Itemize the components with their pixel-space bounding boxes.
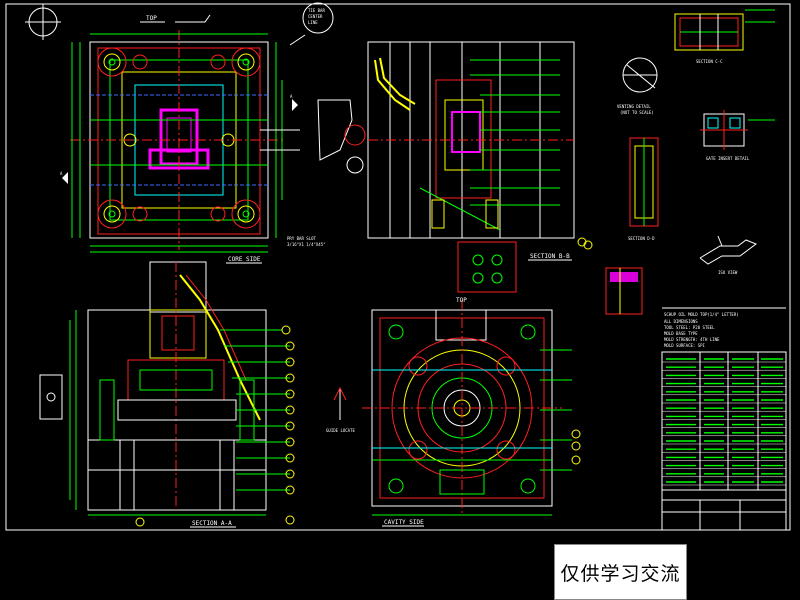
- title-note-4: MOLD STRENGTH: 4TH LINE: [664, 337, 720, 342]
- section-c-detail: [674, 9, 775, 51]
- cavity-side-view: [362, 300, 581, 516]
- section-a-label: SECTION A-A: [192, 520, 232, 527]
- title-block: [661, 307, 787, 531]
- title-note-3: MOLD BASE TYPE: [664, 331, 698, 336]
- tie-bar-callout: [289, 2, 334, 46]
- gate-detail: GATE INSERT DETAIL: [700, 110, 775, 161]
- svg-text:LINE: LINE: [308, 20, 318, 25]
- pry-bar-label: PRY BAR SLOT: [287, 236, 316, 241]
- venting-detail: VENTING DETAIL (NOT TO SCALE): [617, 57, 658, 115]
- svg-text:GUIDE LOCATE: GUIDE LOCATE: [326, 428, 355, 433]
- pin-detail: GUIDE LOCATE: [326, 386, 355, 433]
- title-block-heading: SCHUP OIL MOLD TOP(1/4" LETTER): [664, 312, 739, 317]
- svg-text:(NOT TO SCALE): (NOT TO SCALE): [620, 110, 654, 115]
- svg-text:ISO VIEW: ISO VIEW: [718, 270, 738, 275]
- section-d-label: SECTION D-D: [628, 236, 655, 241]
- cavity-top-label: TOP: [456, 297, 467, 304]
- section-e-detail: [583, 240, 643, 315]
- core-top-label: TOP: [146, 15, 157, 22]
- section-c-label: SECTION C-C: [696, 59, 723, 64]
- drawing-frame: [5, 3, 791, 531]
- corner-target: [25, 4, 61, 40]
- svg-text:VENTING DETAIL: VENTING DETAIL: [617, 104, 651, 109]
- bill-of-materials: [662, 358, 786, 486]
- title-note-1: ALL DIMENSIONS: [664, 319, 698, 324]
- svg-text:CENTER: CENTER: [308, 14, 323, 19]
- watermark-box: 仅供学习交流: [554, 544, 687, 600]
- section-b-view: [317, 41, 587, 247]
- section-a-view: [39, 261, 295, 527]
- ejector-detail: [457, 241, 517, 293]
- svg-text:A: A: [290, 94, 293, 99]
- section-d-detail: [629, 137, 659, 227]
- section-b-label: SECTION B-B: [530, 253, 570, 260]
- title-note-5: MOLD SURFACE: SPI: [664, 343, 706, 348]
- title-note-2: TOOL STEEL: P20 STEEL: [664, 325, 715, 330]
- tie-bar-label: TIE BAR: [308, 8, 325, 13]
- core-side-view: A A: [60, 30, 300, 253]
- watermark-text: 仅供学习交流: [560, 562, 681, 585]
- iso-detail: ISO VIEW: [699, 235, 758, 275]
- svg-text:3/16"X1 1/4"X45°: 3/16"X1 1/4"X45°: [287, 242, 326, 247]
- core-side-label: CORE SIDE: [228, 256, 261, 263]
- cavity-side-label: CAVITY SIDE: [384, 519, 424, 526]
- svg-text:GATE INSERT DETAIL: GATE INSERT DETAIL: [706, 156, 750, 161]
- svg-text:A: A: [60, 171, 63, 176]
